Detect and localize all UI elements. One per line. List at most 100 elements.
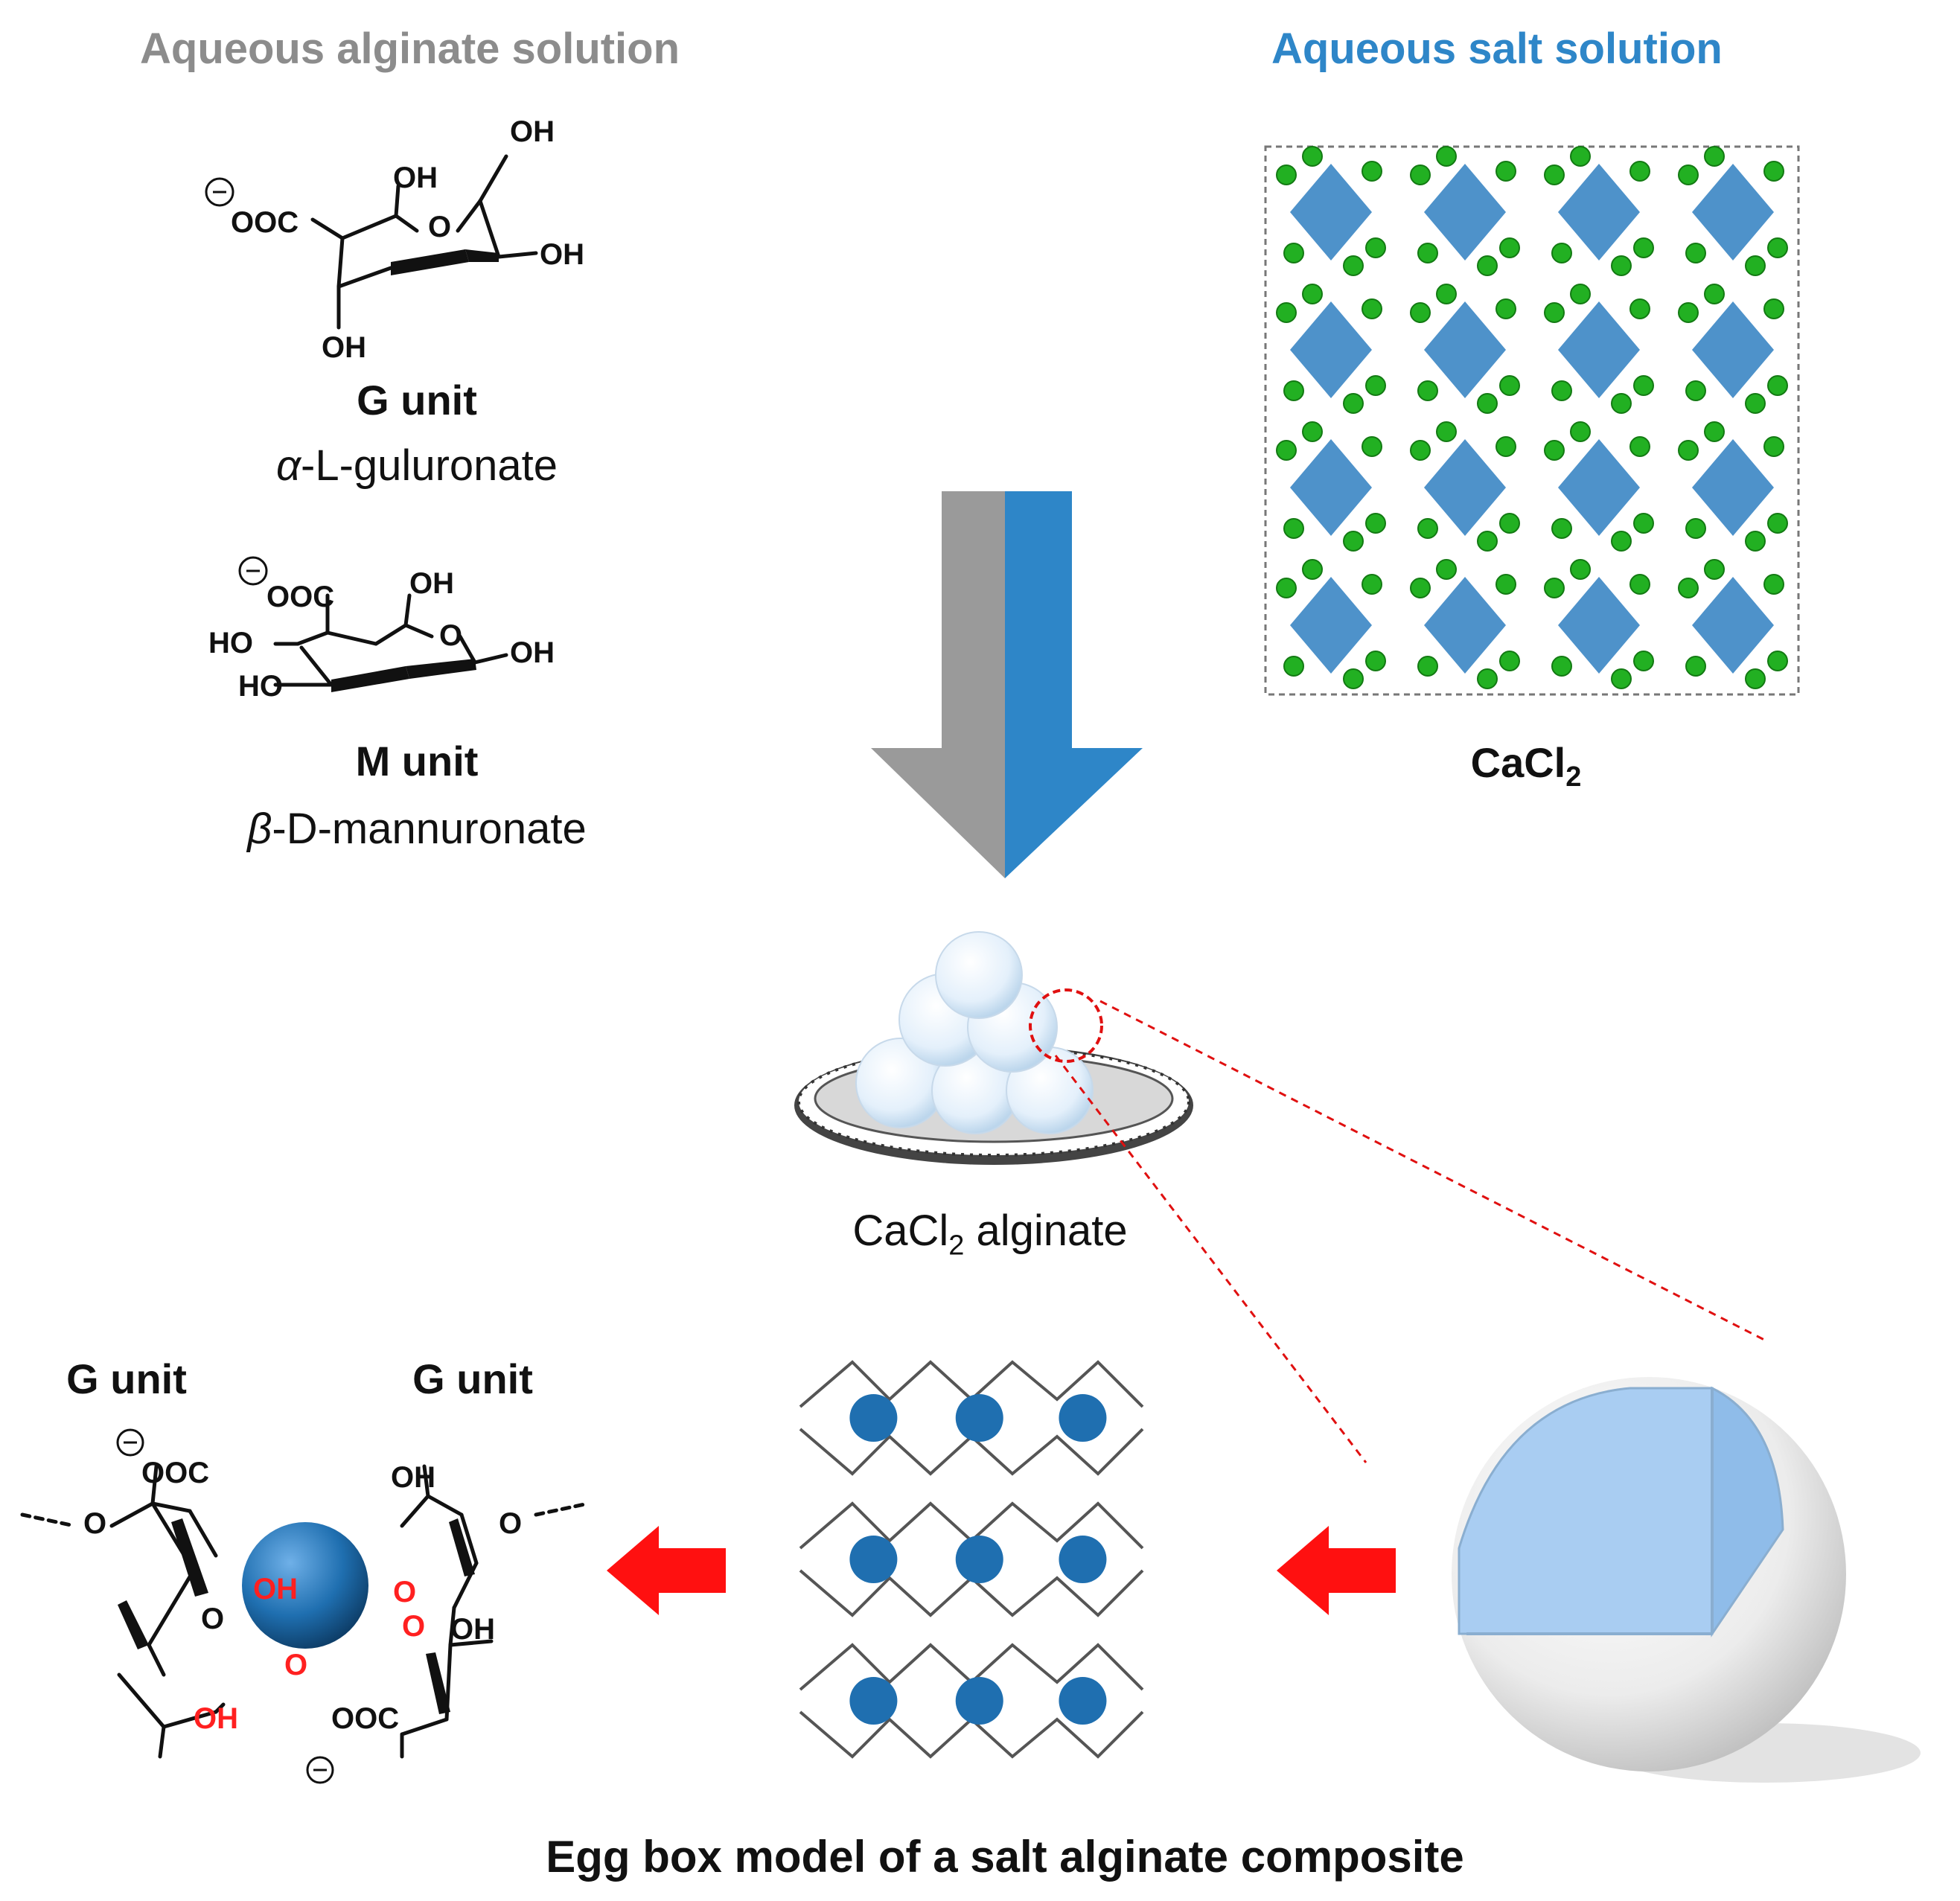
egg-box-calcium-ion — [1059, 1677, 1107, 1725]
chloride-atom — [1410, 440, 1431, 461]
chloride-atom — [1685, 656, 1706, 677]
crystal-polyhedron — [1424, 164, 1506, 261]
chloride-atom — [1499, 375, 1520, 396]
svg-text:O: O — [499, 1507, 522, 1540]
chloride-atom — [1343, 668, 1364, 689]
chloride-atom — [1302, 284, 1323, 304]
chloride-atom — [1745, 393, 1766, 414]
chloride-atom — [1362, 298, 1382, 319]
svg-text:HO: HO — [238, 670, 283, 703]
chloride-atom — [1343, 255, 1364, 276]
crystal-polyhedron — [1692, 577, 1774, 674]
chloride-atom — [1495, 298, 1516, 319]
egg-box-calcium-ion — [955, 1536, 1003, 1583]
chloride-atom — [1611, 668, 1632, 689]
chloride-atom — [1633, 513, 1654, 534]
chloride-atom — [1551, 518, 1572, 539]
chloride-atom — [1283, 380, 1304, 401]
chloride-atom — [1362, 436, 1382, 457]
chloride-atom — [1417, 380, 1438, 401]
chloride-atom — [1611, 255, 1632, 276]
svg-text:OH: OH — [510, 115, 555, 148]
chloride-atom — [1436, 146, 1457, 167]
bead-cutaway-sphere — [1452, 1377, 1921, 1783]
crystal-polyhedron — [1424, 439, 1506, 536]
svg-text:OOC: OOC — [266, 581, 334, 613]
chloride-atom — [1678, 164, 1699, 185]
chloride-atom — [1436, 559, 1457, 580]
svg-text:OH: OH — [510, 636, 555, 669]
chloride-atom — [1302, 559, 1323, 580]
crystal-polyhedron — [1692, 301, 1774, 398]
svg-text:O: O — [284, 1649, 307, 1681]
svg-text:OOC: OOC — [141, 1457, 209, 1489]
chloride-atom — [1763, 298, 1784, 319]
salt-solution-header: Aqueous salt solution — [1271, 25, 1723, 73]
chloride-atom — [1611, 393, 1632, 414]
g-unit-structure: OOC OH O OH OH OH — [205, 115, 584, 364]
chloride-atom — [1544, 578, 1565, 598]
chloride-atom — [1745, 668, 1766, 689]
chloride-atom — [1767, 237, 1788, 258]
egg-right-g-unit-label: G unit — [412, 1355, 533, 1402]
svg-text:OH: OH — [540, 238, 584, 271]
mixing-down-arrow — [871, 491, 1143, 878]
chloride-atom — [1436, 284, 1457, 304]
carboxylate-charge-icon — [238, 556, 268, 586]
svg-text:OOC: OOC — [331, 1702, 399, 1735]
egg-box-calcium-ion — [955, 1677, 1003, 1725]
chloride-atom — [1611, 531, 1632, 552]
chloride-atom — [1362, 574, 1382, 595]
chloride-atom — [1495, 436, 1516, 457]
chloride-atom — [1704, 559, 1725, 580]
chloride-atom — [1477, 531, 1498, 552]
svg-text:O: O — [428, 211, 451, 243]
chloride-atom — [1477, 393, 1498, 414]
g-unit-fullname: α-L-guluronate — [275, 441, 558, 490]
crystal-polyhedron — [1558, 439, 1640, 536]
chloride-atom — [1763, 574, 1784, 595]
chloride-atom — [1629, 161, 1650, 182]
chloride-atom — [1365, 375, 1386, 396]
g-unit-title: G unit — [357, 377, 477, 424]
chloride-atom — [1343, 531, 1364, 552]
carboxylate-charge-icon — [205, 177, 234, 207]
m-unit-title: M unit — [355, 738, 479, 785]
svg-text:OOC: OOC — [231, 206, 299, 239]
chloride-atom — [1276, 440, 1297, 461]
red-arrow-right — [1277, 1526, 1396, 1615]
egg-box-calcium-ion — [849, 1394, 898, 1442]
chloride-atom — [1767, 513, 1788, 534]
chloride-atom — [1570, 421, 1591, 442]
chloride-atom — [1544, 440, 1565, 461]
chloride-atom — [1495, 161, 1516, 182]
egg-box-calcium-ion — [955, 1394, 1003, 1442]
chloride-atom — [1678, 440, 1699, 461]
svg-text:O: O — [393, 1576, 416, 1608]
zoom-highlight-circle — [1029, 988, 1103, 1063]
chloride-atom — [1551, 656, 1572, 677]
chloride-atom — [1633, 651, 1654, 671]
cacl2-crystal-structure — [1264, 145, 1800, 696]
carboxylate-charge-icon — [306, 1756, 334, 1784]
chloride-atom — [1283, 656, 1304, 677]
svg-text:OH: OH — [409, 567, 454, 600]
egg-box-calcium-ion — [849, 1677, 898, 1725]
svg-text:O: O — [83, 1507, 106, 1540]
chloride-atom — [1276, 164, 1297, 185]
crystal-polyhedron — [1558, 164, 1640, 261]
chloride-atom — [1745, 531, 1766, 552]
chloride-atom — [1570, 284, 1591, 304]
chloride-atom — [1495, 574, 1516, 595]
chloride-atom — [1410, 578, 1431, 598]
chloride-atom — [1365, 651, 1386, 671]
egg-box-calcium-ion — [1059, 1536, 1107, 1583]
chloride-atom — [1362, 161, 1382, 182]
m-unit-structure: OOC OH O HO HO OH — [208, 556, 555, 703]
chloride-atom — [1343, 393, 1364, 414]
crystal-polyhedron — [1558, 577, 1640, 674]
chloride-atom — [1499, 513, 1520, 534]
figure-caption: Egg box model of a salt alginate composi… — [546, 1832, 1464, 1882]
chloride-atom — [1629, 574, 1650, 595]
chloride-atom — [1544, 302, 1565, 323]
